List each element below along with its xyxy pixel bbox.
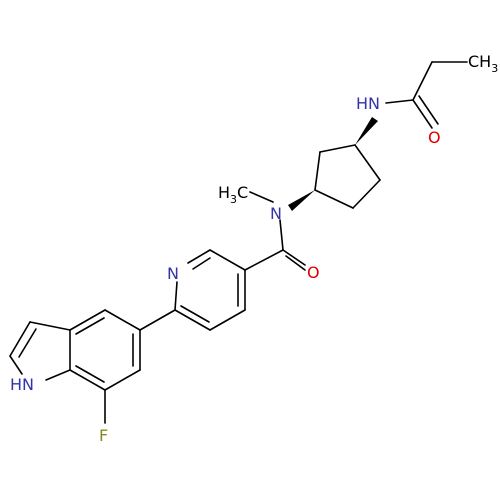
bond-n-methyl: [249, 191, 274, 203]
bond-co-o-b: [418, 95, 439, 125]
bond-pyr-4: [45, 369, 71, 381]
label-n-amine: N: [270, 204, 282, 223]
bond-pyr-2b: [18, 328, 37, 358]
bond-py-5: [187, 249, 211, 264]
bond-bz-5b: [75, 317, 105, 335]
bond-co-nh: [385, 99, 414, 104]
bond-py-3: [174, 309, 211, 331]
label-nh-indole: HN: [10, 375, 34, 394]
label-ch3-top-sub: 3: [491, 62, 498, 75]
bond-py-5b: [192, 257, 211, 270]
wedge-bond-top: [355, 117, 378, 145]
bond-pyr-3: [9, 355, 23, 375]
label-o-top: O: [428, 128, 441, 147]
bond-pyr-2: [9, 321, 31, 357]
label-h3c-h: H: [218, 183, 230, 202]
bond-bz-6: [104, 309, 141, 331]
bond-bz-5: [69, 309, 106, 331]
label-f: F: [99, 426, 108, 445]
bond-py-6: [209, 249, 246, 271]
label-n-pyridine: N: [167, 264, 179, 283]
label-h3c-c: C: [237, 183, 248, 202]
bond-py-indole: [139, 309, 176, 331]
label-ch3-top-main: CH: [468, 52, 491, 71]
bond-mid-co-a: [282, 249, 306, 266]
wedge-bond-left: [288, 190, 315, 211]
bond-py-3b: [180, 305, 210, 323]
bond-py-2: [209, 309, 246, 331]
bond-carbonyl-pyridine: [244, 249, 284, 271]
bond-bz-3b: [75, 365, 105, 383]
bond-ring-3: [314, 189, 354, 209]
label-ch3-top: CH3: [468, 52, 498, 75]
bond-ring-5: [319, 144, 356, 153]
bond-bz-3: [69, 369, 106, 391]
label-h3c: H3C: [218, 183, 248, 206]
bond-mid-co-b: [285, 255, 306, 271]
bond-ring-1: [354, 144, 381, 181]
label-nh-amide: HN: [356, 94, 380, 113]
label-h3c-sub: 3: [230, 193, 237, 206]
bond-py-4: [174, 281, 178, 311]
bond-ring-4: [314, 151, 321, 191]
bond-pyr-1: [29, 321, 71, 331]
bond-bz-2: [104, 369, 141, 391]
bond-co-o-a: [412, 99, 433, 129]
bond-ch2-co: [412, 61, 433, 101]
label-o-mid: O: [307, 263, 320, 282]
bond-n-carbonyl: [279, 219, 284, 251]
bond-ring-2: [352, 179, 381, 209]
